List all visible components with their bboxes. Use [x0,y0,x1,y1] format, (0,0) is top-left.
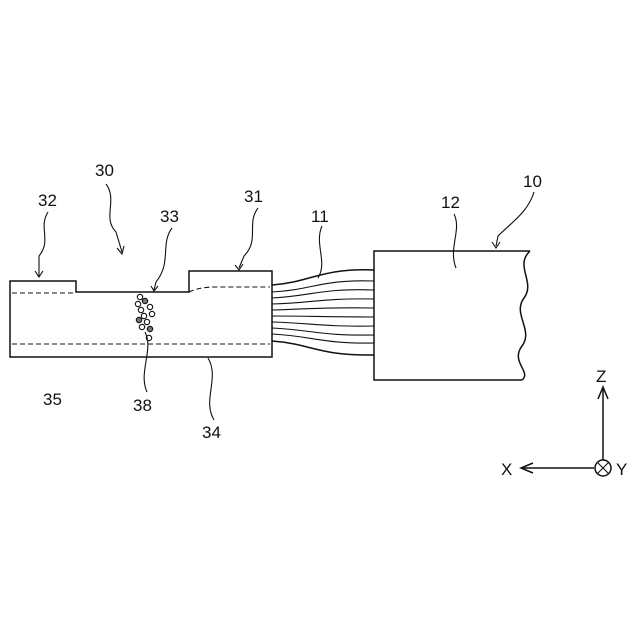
label-34: 34 [202,423,221,442]
leader-32 [39,212,48,276]
fiber-edge-top [272,270,374,285]
fiber-line [272,322,374,326]
dot [135,301,140,306]
fiber-line [272,299,374,304]
fiber-bundle-11 [272,270,374,355]
label-33: 33 [160,207,179,226]
y-axis-label: Y [616,460,627,479]
dot [138,307,143,312]
label-11: 11 [311,207,329,226]
dot [149,311,154,316]
fiber-line [272,308,374,310]
dot [141,313,146,318]
dot [137,294,142,299]
dot [144,319,149,324]
dot [139,324,144,329]
leader-31 [239,208,258,268]
dot [147,326,152,331]
leader-33 [154,228,172,290]
y-axis-cross [598,463,609,474]
holder-break-line [518,251,530,380]
fiber-line [272,316,374,317]
label-12: 12 [441,193,460,212]
fiber-line [272,328,374,335]
z-axis-label: Z [596,367,606,386]
label-30: 30 [95,161,114,180]
holder-outline [374,251,530,380]
leader-12 [453,214,456,268]
dot [147,304,152,309]
leader-38 [144,332,148,392]
fiber-holder-12 [374,251,530,380]
label-38: 38 [133,396,152,415]
scatter-dots-38 [135,294,154,340]
label-10: 10 [523,172,542,191]
x-axis-label: X [501,460,512,479]
leader-lines [35,184,534,420]
dot [142,298,147,303]
upper-layer-dashed-right [189,287,270,292]
leader-11 [318,226,322,278]
reference-numerals: 30 32 33 31 11 12 10 35 38 34 [38,161,542,442]
y-axis-into-page-icon [595,460,611,476]
label-31: 31 [244,187,263,206]
label-35: 35 [43,390,62,409]
leader-30 [106,184,122,252]
label-32: 32 [38,191,57,210]
optical-element-30 [10,271,272,357]
dot [136,317,141,322]
leader-10 [496,192,534,246]
leader-34 [208,358,214,420]
coordinate-axes: Z X Y [501,367,627,479]
